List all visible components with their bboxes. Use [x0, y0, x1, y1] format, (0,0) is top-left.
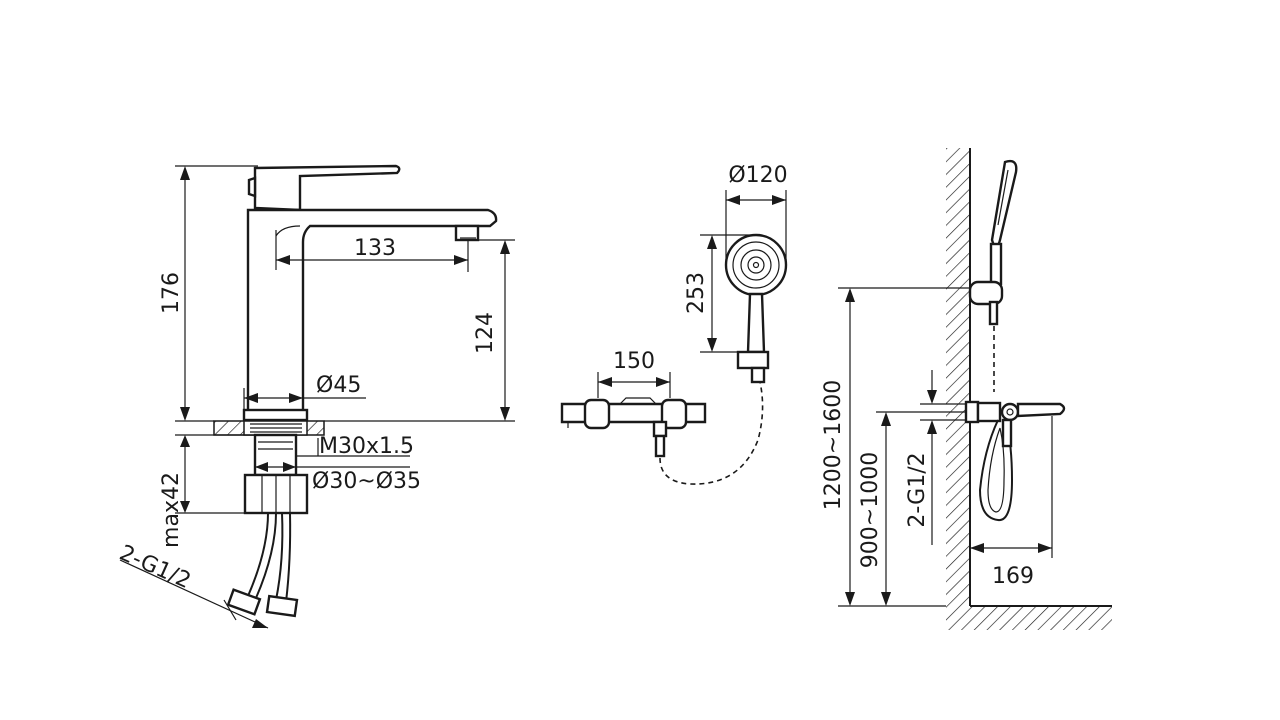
faucet-aerator — [454, 224, 480, 242]
dim-faucet-height: 176 — [159, 272, 184, 314]
wall-mixer-handle — [1000, 402, 1020, 422]
dim-spout-height: 124 — [473, 312, 498, 354]
wall-mixer-spout — [1016, 402, 1066, 418]
dim-spout-reach: 133 — [354, 236, 396, 261]
supply-hose-left — [247, 512, 269, 597]
wall-mixer-body — [976, 401, 1002, 423]
shower-mixer-drawing: 150 Ø120 253 — [560, 163, 788, 485]
dim-installation-connection: 2-G1/2 — [905, 452, 930, 527]
hand-shower-handle — [746, 292, 766, 354]
installation-drawing: 1200~1600 900~1000 2-G1/2 169 — [821, 148, 1112, 630]
faucet-base — [242, 408, 309, 422]
hose-nut-right — [265, 594, 299, 618]
dim-max-thickness: max42 — [159, 472, 184, 548]
dim-thread: M30x1.5 — [319, 434, 414, 459]
faucet-lever — [253, 164, 401, 212]
supply-hose-right — [275, 512, 284, 601]
wall-mixer-connector — [964, 400, 980, 424]
dim-hole-range: Ø30~Ø35 — [312, 469, 421, 494]
dim-mixer-height: 900~1000 — [858, 452, 883, 568]
hose-nut-left — [226, 588, 262, 616]
mixer-handle-left — [583, 398, 611, 430]
faucet-body — [246, 208, 498, 417]
floor — [946, 606, 1112, 630]
shower-hose — [659, 381, 764, 485]
hand-shower-head — [724, 233, 788, 297]
dim-holder-height: 1200~1600 — [821, 380, 846, 510]
wall-holder — [968, 280, 1004, 306]
wall-mixer-hose — [978, 419, 1014, 522]
dim-projection: 169 — [992, 564, 1034, 589]
wall-hand-shower — [990, 159, 1018, 248]
shower-holder — [736, 350, 770, 370]
wall — [946, 148, 970, 606]
dim-head-diameter: Ø120 — [728, 163, 787, 188]
mixer-handle-right — [660, 398, 688, 430]
faucet-lever-knob — [247, 176, 257, 198]
dim-body-diameter: Ø45 — [316, 373, 361, 398]
dim-handshower-length: 253 — [684, 272, 709, 314]
mixer-outlet — [652, 420, 668, 438]
dim-mixer-width: 150 — [613, 349, 655, 374]
basin-faucet-drawing: 176 133 124 Ø45 M30x1.5 Ø30~Ø35 — [116, 164, 515, 629]
wall-shower-handle — [989, 242, 1003, 286]
